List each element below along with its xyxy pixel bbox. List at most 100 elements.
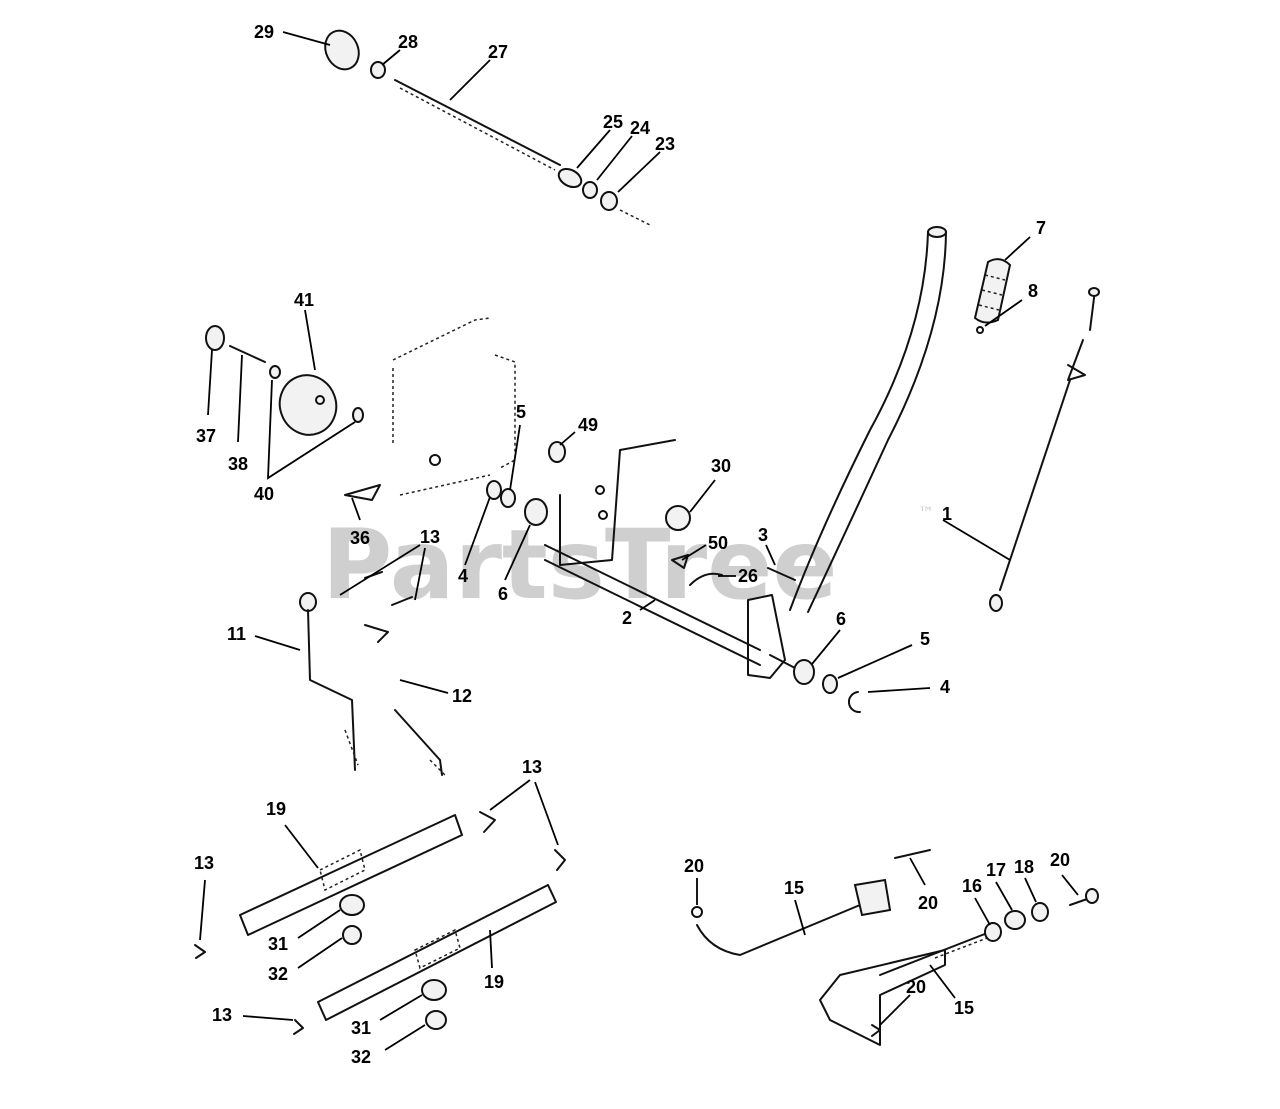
callout-19b: 19 bbox=[484, 972, 504, 992]
handle-tube-end bbox=[927, 226, 947, 238]
handle-grip-parts bbox=[973, 258, 1012, 334]
callout-32a: 32 bbox=[268, 964, 288, 984]
callout-6a: 6 bbox=[498, 584, 508, 604]
link-arm-part-12 bbox=[394, 709, 443, 776]
leader-8 bbox=[984, 299, 1023, 327]
frame-top-edge bbox=[392, 317, 491, 361]
rod-top-cap bbox=[1088, 287, 1100, 297]
callout-4a: 4 bbox=[458, 566, 468, 586]
rod-end bbox=[989, 594, 1003, 612]
bushing-part-6b bbox=[793, 659, 815, 685]
leader-31a bbox=[297, 909, 341, 939]
leader-41 bbox=[304, 309, 316, 371]
bushing-part-31a bbox=[339, 894, 365, 916]
clip-part-20d bbox=[871, 1024, 881, 1037]
knob-part-29 bbox=[324, 29, 360, 71]
callout-18: 18 bbox=[1014, 857, 1034, 877]
callout-11: 11 bbox=[227, 624, 246, 644]
leader-27 bbox=[449, 59, 491, 101]
callout-15b: 15 bbox=[954, 998, 974, 1018]
plug-part-8 bbox=[976, 326, 984, 334]
watermark-text: PartsTree bbox=[322, 509, 837, 621]
rod-centerline bbox=[619, 209, 651, 226]
callout-13d: 13 bbox=[212, 1005, 232, 1025]
handle-tube-left bbox=[789, 231, 929, 611]
cam-part-41 bbox=[278, 374, 338, 436]
callout-5a: 5 bbox=[516, 402, 526, 422]
callout-8: 8 bbox=[1028, 281, 1038, 301]
callout-23: 23 bbox=[655, 134, 675, 154]
leader-20b bbox=[909, 857, 926, 886]
shaft-part-2-top bbox=[544, 544, 761, 651]
callout-37: 37 bbox=[196, 426, 216, 446]
callout-25: 25 bbox=[603, 112, 623, 132]
callout-20a: 20 bbox=[684, 856, 704, 876]
leader-20c bbox=[1061, 874, 1079, 896]
callout-24: 24 bbox=[630, 118, 650, 138]
rod-spring bbox=[1067, 339, 1086, 381]
clip-part-13d bbox=[194, 944, 206, 959]
pin-part-20b bbox=[894, 849, 931, 859]
link-arm-part-11 bbox=[307, 609, 356, 771]
callout-13a: 13 bbox=[420, 527, 440, 547]
handle-tube-right bbox=[807, 231, 947, 613]
clip-part-13f bbox=[479, 811, 496, 833]
link-thread-part-12 bbox=[429, 759, 446, 776]
link-eye-part-11 bbox=[299, 592, 317, 612]
callout-40: 40 bbox=[254, 484, 274, 504]
callout-50: 50 bbox=[708, 533, 728, 553]
clip-part-50 bbox=[671, 554, 689, 569]
link-thread-part-11 bbox=[344, 729, 359, 766]
plate-hole-b bbox=[598, 510, 608, 520]
callout-16: 16 bbox=[962, 876, 982, 896]
leader-13d bbox=[242, 1015, 294, 1021]
rod-shaft bbox=[999, 379, 1071, 591]
callout-4b: 4 bbox=[940, 677, 950, 697]
callout-labels: 29 28 27 25 24 23 7 8 1 41 37 38 40 36 5… bbox=[194, 22, 1070, 1067]
arm-19b-detail bbox=[414, 928, 461, 970]
leader-13c bbox=[199, 879, 206, 941]
bushing-part-6a bbox=[524, 498, 548, 526]
leader-6a bbox=[504, 524, 531, 581]
callout-32b: 32 bbox=[351, 1047, 371, 1067]
callout-20d: 20 bbox=[906, 977, 926, 997]
leader-38 bbox=[237, 354, 243, 443]
pin-part-3 bbox=[767, 567, 796, 581]
callout-38: 38 bbox=[228, 454, 248, 474]
callout-13c: 13 bbox=[194, 853, 214, 873]
arm-part-19a bbox=[239, 814, 463, 936]
lift-handle bbox=[789, 226, 947, 613]
threaded-rod-part-27 bbox=[394, 79, 561, 166]
grip-part-7 bbox=[973, 258, 1012, 324]
callout-31a: 31 bbox=[268, 934, 288, 954]
cam-hole bbox=[315, 395, 325, 405]
callout-49: 49 bbox=[578, 415, 598, 435]
cam-assembly bbox=[205, 325, 364, 436]
callout-12: 12 bbox=[452, 686, 472, 706]
threaded-rod-thread bbox=[399, 87, 556, 171]
clip-part-36 bbox=[344, 484, 381, 501]
watermark-trademark: ™ bbox=[918, 503, 934, 522]
lift-shaft-assembly bbox=[544, 439, 861, 714]
callout-20b: 20 bbox=[918, 893, 938, 913]
leader-49 bbox=[559, 431, 576, 446]
leader-24 bbox=[596, 135, 633, 181]
lift-plate bbox=[559, 439, 676, 566]
clip-part-4a bbox=[486, 480, 502, 500]
bolt-part-38 bbox=[229, 345, 266, 363]
leader-20d bbox=[879, 994, 911, 1026]
shaft-end bbox=[769, 654, 796, 669]
callout-13b: 13 bbox=[522, 757, 542, 777]
leader-17 bbox=[995, 881, 1013, 911]
leader-13a-1 bbox=[339, 544, 421, 596]
leader-13b-2 bbox=[534, 781, 559, 846]
washer-part-49 bbox=[548, 441, 566, 463]
leader-28 bbox=[381, 49, 401, 66]
lift-rod-part-1 bbox=[989, 287, 1100, 612]
bushing-part-30 bbox=[665, 505, 691, 531]
top-rod-assembly bbox=[324, 29, 651, 226]
leader-32a bbox=[297, 937, 343, 969]
leader-7 bbox=[1004, 236, 1031, 261]
leader-12 bbox=[399, 679, 449, 694]
washer-part-5b bbox=[822, 674, 838, 694]
